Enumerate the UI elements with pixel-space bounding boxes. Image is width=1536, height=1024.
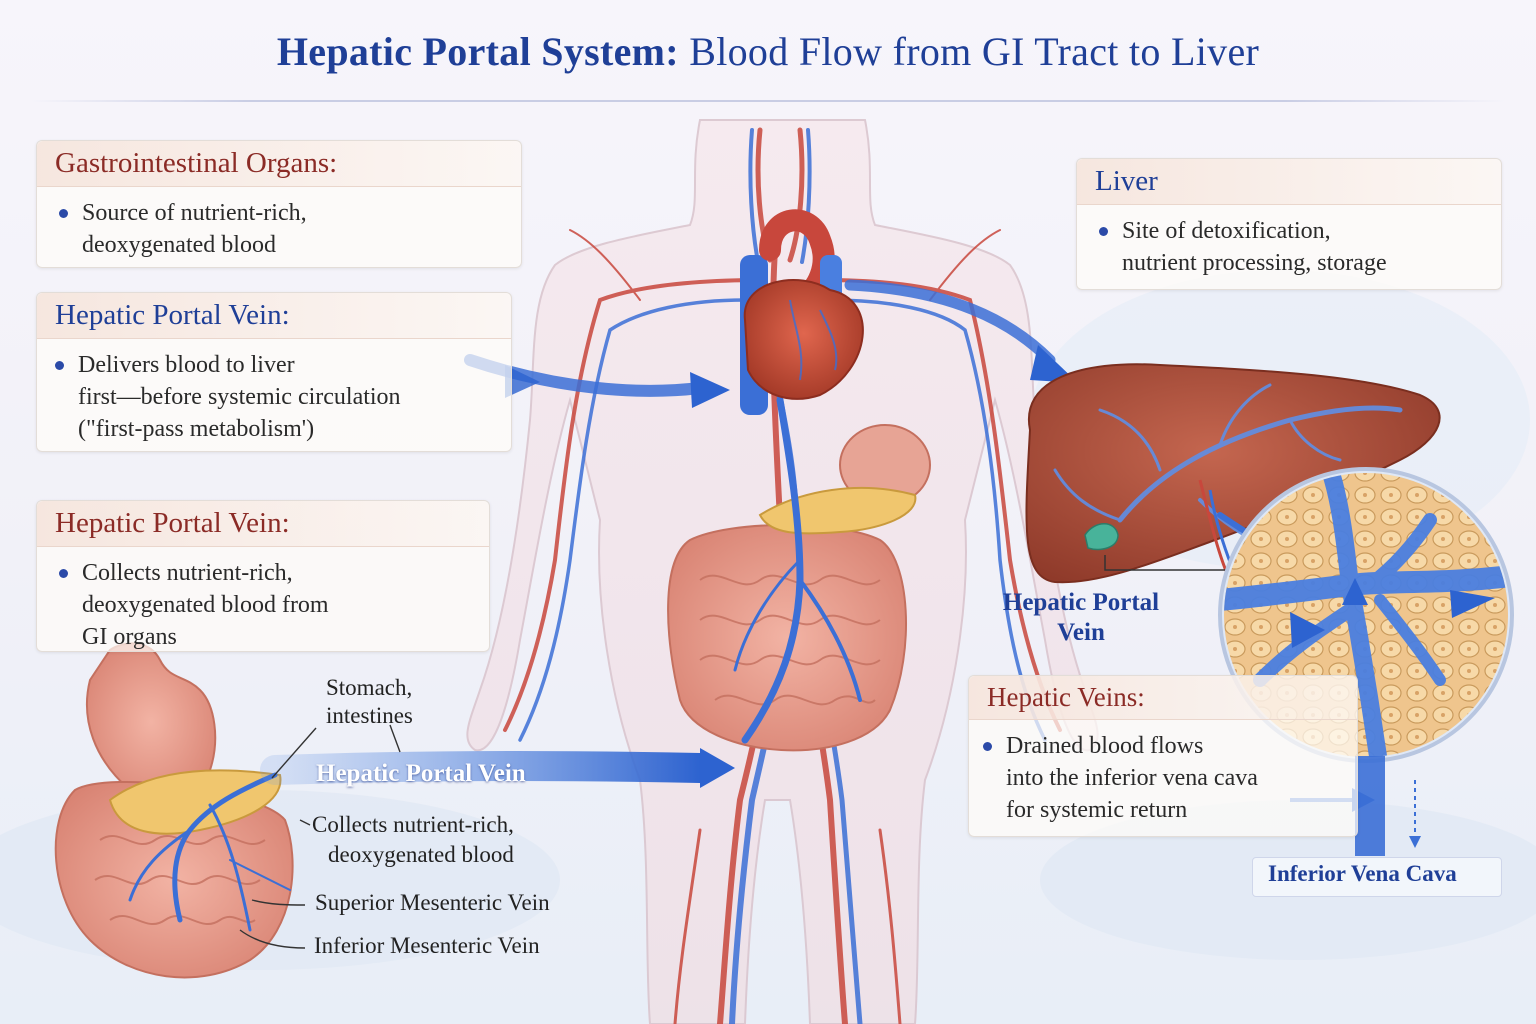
title-main: Hepatic Portal System: — [276, 29, 679, 74]
portal-vein-delivers-line-2: first—before systemic circulation — [78, 384, 401, 410]
liver-line-2: nutrient processing, storage — [1122, 250, 1387, 276]
liver-heading: Liver — [1077, 159, 1501, 205]
liver-portal-vein-line-1: Hepatic Portal — [1002, 589, 1160, 616]
bullet-icon — [55, 361, 64, 370]
portal-vein-arrow-label: Hepatic Portal Vein — [316, 760, 526, 787]
gi-organs-line-2: deoxygenated blood — [82, 232, 276, 258]
portal-vein-delivers-box: Hepatic Portal Vein: Delivers blood to l… — [36, 292, 512, 452]
stomach-intestines-line-2: intestines — [326, 703, 413, 728]
gi-organs-heading: Gastrointestinal Organs: — [37, 141, 521, 187]
liver-line-1: Site of detoxification, — [1122, 218, 1331, 244]
gi-organs-line-1: Source of nutrient-rich, — [82, 200, 307, 226]
hepatic-veins-line-2: into the inferior vena cava — [1006, 765, 1258, 791]
bullet-icon — [59, 569, 68, 578]
portal-vein-delivers-line-1: Delivers blood to liver — [78, 352, 295, 378]
inferior-vena-cava-label: Inferior Vena Cava — [1268, 861, 1457, 886]
portal-vein-collects-line-3: GI organs — [82, 624, 177, 650]
collects-line-2: deoxygenated blood — [328, 842, 514, 867]
liver-portal-vein-line-2: Vein — [1057, 619, 1105, 646]
hepatic-veins-line-1: Drained blood flows — [1006, 733, 1204, 759]
title-divider — [30, 100, 1506, 102]
gi-organs-illustration — [54, 642, 294, 979]
portal-vein-collects-line-1: Collects nutrient-rich, — [82, 560, 293, 586]
intestines-shape — [667, 524, 908, 752]
inferior-vena-cava-label-box — [1252, 857, 1502, 897]
collects-line-1: Collects nutrient-rich, — [312, 812, 514, 837]
portal-vein-delivers-heading: Hepatic Portal Vein: — [37, 293, 511, 339]
bullet-icon — [1099, 227, 1108, 236]
portal-vein-collects-line-2: deoxygenated blood from — [82, 592, 329, 618]
stomach-intestines-line-1: Stomach, — [326, 675, 413, 700]
hepatic-veins-line-3: for systemic return — [1006, 797, 1188, 823]
stomach-intestines-label: Stomach, intestines — [326, 674, 413, 730]
title-sub: Blood Flow from GI Tract to Liver — [689, 29, 1260, 74]
portal-vein-collects-heading: Hepatic Portal Vein: — [37, 501, 489, 547]
bullet-icon — [59, 209, 68, 218]
liver-box: Liver Site of detoxification, nutrient p… — [1076, 158, 1502, 290]
inferior-mesenteric-label: Inferior Mesenteric Vein — [314, 933, 540, 958]
portal-vein-delivers-line-3: ("first-pass metabolism') — [78, 416, 315, 442]
superior-mesenteric-label: Superior Mesenteric Vein — [315, 890, 550, 915]
page-title: Hepatic Portal System: Blood Flow from G… — [0, 28, 1536, 75]
gi-organs-box: Gastrointestinal Organs: Source of nutri… — [36, 140, 522, 268]
hepatic-veins-box: Hepatic Veins: Drained blood flows into … — [968, 675, 1358, 837]
liver-portal-vein-label: Hepatic Portal Vein — [978, 588, 1184, 648]
bullet-icon — [983, 742, 992, 751]
heart-shape — [740, 209, 864, 415]
collects-label: Collects nutrient-rich, deoxygenated blo… — [312, 810, 514, 870]
hepatic-veins-heading: Hepatic Veins: — [969, 676, 1357, 720]
portal-vein-collects-box: Hepatic Portal Vein: Collects nutrient-r… — [36, 500, 490, 652]
